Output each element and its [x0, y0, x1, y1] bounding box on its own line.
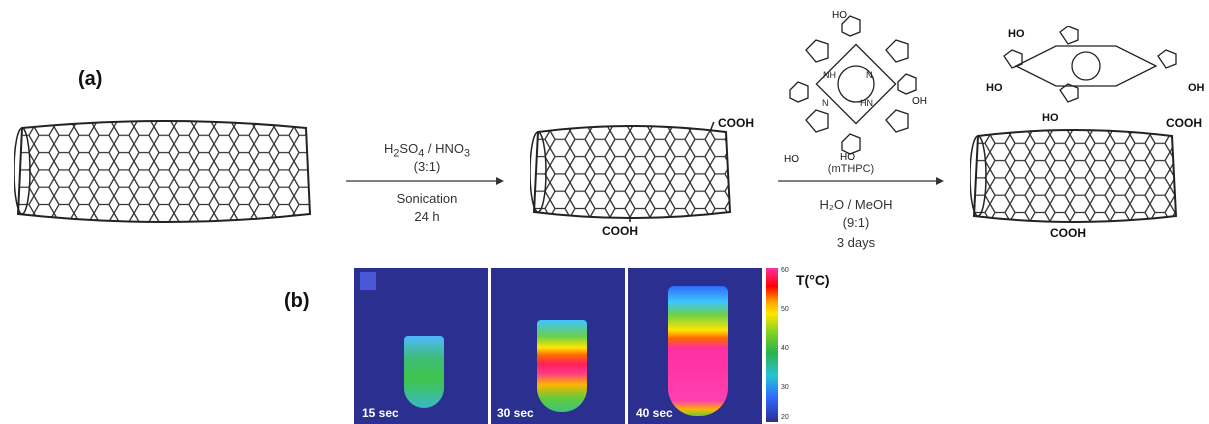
- frame-time-40s: 40 sec: [636, 406, 673, 420]
- panel-a-label: (a): [78, 68, 103, 90]
- mthpc-name: (mTHPC): [827, 163, 875, 175]
- oh-right: OH: [912, 96, 927, 107]
- nanotube-functionalized: [970, 129, 1178, 223]
- scale-tick-30: 30: [781, 384, 789, 391]
- final-ho-2: HO: [986, 82, 1003, 94]
- thermal-panel: 15 sec 30 sec 40 sec: [354, 268, 763, 424]
- final-ho-3: HO: [1042, 112, 1059, 124]
- cooh-bottom-3: COOH: [1050, 226, 1086, 240]
- scale-tick-60: 60: [781, 267, 789, 274]
- thermal-frame-40s: 40 sec: [628, 268, 762, 424]
- cooh-bottom-2: COOH: [602, 224, 638, 238]
- thermal-frame-15s: 15 sec: [354, 268, 488, 424]
- nanotube-pristine: [14, 120, 312, 223]
- n-label-1: N: [866, 70, 873, 80]
- ho-left: HO: [784, 154, 799, 165]
- n-label-2: N: [822, 98, 829, 108]
- solvent-step2: H₂O / MeOH: [819, 197, 893, 212]
- tube-40s: [668, 286, 728, 416]
- cooh-top-3: COOH: [1166, 116, 1202, 130]
- hn-label: HN: [860, 98, 873, 108]
- method-step1: Sonication: [396, 191, 458, 206]
- thermal-frame-30s: 30 sec: [491, 268, 625, 424]
- oh-top: HO: [832, 10, 847, 21]
- scale-tick-50: 50: [781, 306, 789, 313]
- temperature-scale-bar: [766, 268, 778, 422]
- time-step1: 24 h: [414, 209, 440, 224]
- reagents-step1: H2SO4 / HNO3: [383, 141, 470, 160]
- final-oh: OH: [1188, 82, 1205, 94]
- oh-bottom: HO: [840, 152, 855, 163]
- nanotube-oxidized: [530, 122, 732, 222]
- cooh-top-2: COOH: [718, 116, 754, 130]
- scale-tick-20: 20: [781, 414, 789, 421]
- frame-time-15s: 15 sec: [362, 406, 399, 420]
- reaction-arrow-1: [346, 177, 504, 185]
- mthpc-bound-structure: [1003, 26, 1177, 103]
- frame-time-30s: 30 sec: [497, 406, 534, 420]
- time-step2: 3 days: [836, 235, 876, 250]
- nh-label: NH: [823, 70, 836, 80]
- scale-tick-40: 40: [781, 345, 789, 352]
- ratio-step1: (3:1): [413, 159, 441, 174]
- scale-marker: [360, 272, 376, 290]
- temperature-scale-title: T(°C): [796, 272, 830, 288]
- tube-30s: [537, 320, 587, 412]
- reaction-arrow-2: [778, 177, 944, 185]
- final-ho-1: HO: [1008, 28, 1025, 40]
- tube-15s: [404, 336, 444, 408]
- panel-b-label: (b): [284, 290, 310, 312]
- mthpc-structure: [789, 15, 917, 155]
- ratio-step2: (9:1): [842, 215, 870, 230]
